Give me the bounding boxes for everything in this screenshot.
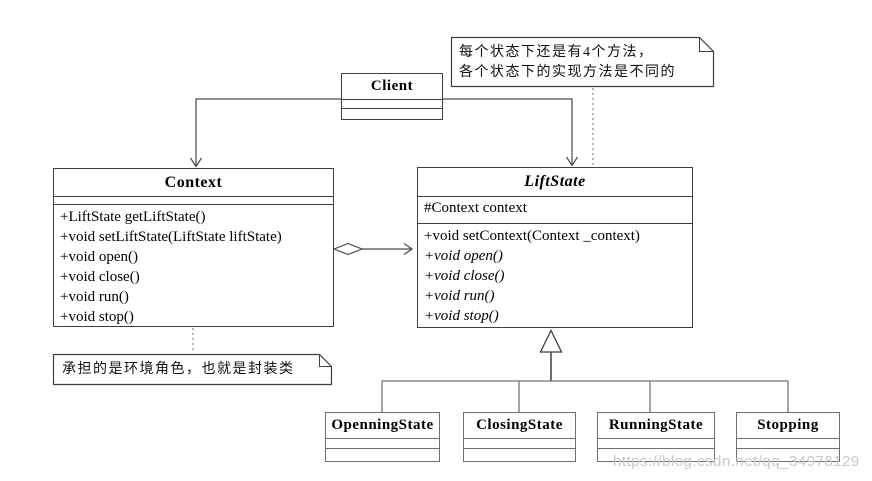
client-liftstate-arrow [443, 98, 579, 167]
method: +void close() [60, 269, 140, 285]
generalization-triangle [539, 329, 563, 353]
class-client-methods-empty [342, 109, 442, 119]
class-closingstate-methods-empty [464, 449, 575, 461]
method: +void run() [60, 289, 129, 305]
class-closingstate: ClosingState [463, 412, 576, 462]
note-top-outline [450, 36, 715, 88]
class-liftstate: LiftState #Context context +void setCont… [417, 167, 693, 328]
class-context-attrs-empty [54, 197, 333, 205]
class-openningstate: OpenningState [325, 412, 440, 462]
method: +void setContext(Context _context) [424, 228, 640, 244]
class-context: Context +LiftState getLiftState() +void … [53, 168, 334, 327]
class-closingstate-title: ClosingState [464, 413, 575, 439]
class-client-title: Client [342, 74, 442, 100]
method: +LiftState getLiftState() [60, 209, 206, 225]
class-closingstate-attrs-empty [464, 439, 575, 449]
note-bottom: 承担的是环境角色，也就是封装类 [62, 360, 295, 380]
method: +void setLiftState(LiftState liftState) [60, 229, 282, 245]
method: +void close() [424, 268, 505, 284]
class-runningstate: RunningState [597, 412, 715, 462]
class-runningstate-title: RunningState [598, 413, 714, 439]
generalization-connector [381, 329, 789, 412]
context-liftstate-aggregation [332, 242, 414, 256]
note-top-line2: 各个状态下的实现方法是不同的 [459, 65, 676, 80]
class-openningstate-title: OpenningState [326, 413, 439, 439]
method: +void open() [60, 249, 139, 265]
class-client-attrs-empty [342, 100, 442, 109]
class-liftstate-methods: +void setContext(Context _context) +void… [418, 224, 692, 327]
class-liftstate-title: LiftState [418, 168, 692, 197]
class-openningstate-methods-empty [326, 449, 439, 461]
note-top-line1: 每个状态下还是有4个方法， [459, 45, 654, 60]
note-bottom-outline [52, 353, 333, 386]
note-bottom-text: 承担的是环境角色，也就是封装类 [62, 362, 295, 377]
client-context-arrow [189, 98, 341, 168]
class-context-methods: +LiftState getLiftState() +void setLiftS… [54, 205, 333, 326]
class-runningstate-attrs-empty [598, 439, 714, 449]
method: +void open() [424, 248, 503, 264]
method: +void run() [424, 288, 495, 304]
note-top: 每个状态下还是有4个方法， 各个状态下的实现方法是不同的 [459, 43, 676, 83]
class-client: Client [341, 73, 443, 120]
class-openningstate-attrs-empty [326, 439, 439, 449]
class-stopping-title: Stopping [737, 413, 839, 439]
watermark-text: https://blog.csdn.net/qq_34978129 [613, 453, 860, 470]
class-stopping: Stopping [736, 412, 840, 462]
method: +void stop() [424, 308, 499, 324]
method: +void stop() [60, 309, 134, 325]
class-stopping-attrs-empty [737, 439, 839, 449]
class-context-title: Context [54, 169, 333, 197]
class-liftstate-attribute: #Context context [418, 197, 692, 224]
